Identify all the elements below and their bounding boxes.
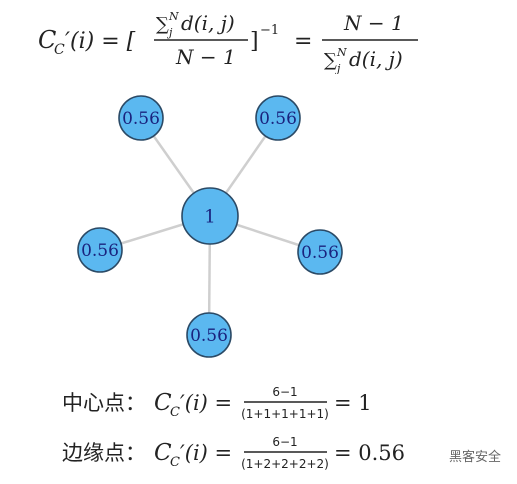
edge-c: C xyxy=(154,440,172,466)
center-node: 1 xyxy=(181,187,239,245)
edge-node-formula: 边缘点： C C ′(i) = 6−1 (1+2+2+2+2) = 0.56 xyxy=(62,435,405,471)
closeness-formula-svg: C C ′(i) = [ ∑ j N d(i, j) N − 1 ] −1 = … xyxy=(38,10,418,75)
outer-node-5-circle xyxy=(186,312,232,358)
formula-right-sum-sub: j xyxy=(334,62,341,74)
outer-node-3: 0.56 xyxy=(77,227,123,273)
outer-node-1: 0.56 xyxy=(118,95,164,141)
center-node-row: 中心点： C C ′(i) = 6−1 (1+1+1+1+1) = 1 xyxy=(62,380,502,430)
edge-denominator: (1+2+2+2+2) xyxy=(241,457,329,471)
formula-right-denominator-expr: d(i, j) xyxy=(349,47,403,71)
outer-node-3-circle xyxy=(77,227,123,273)
center-node-label: 1 xyxy=(204,206,215,227)
formula-left-denominator: N − 1 xyxy=(175,45,236,69)
center-node-formula: 中心点： C C ′(i) = 6−1 (1+1+1+1+1) = 1 xyxy=(62,385,372,421)
outer-node-2-label: 0.56 xyxy=(259,109,297,129)
formula-sum-sup: N xyxy=(168,10,179,23)
outer-node-5: 0.56 xyxy=(186,312,232,358)
edge-result: = 0.56 xyxy=(334,441,405,465)
edge-node-prefix: 边缘点： xyxy=(62,441,146,465)
graph-nodes: 0.56 0.56 0.56 0.56 0.56 1 xyxy=(77,95,343,358)
outer-node-4: 0.56 xyxy=(297,229,343,275)
formula-sum-sub: j xyxy=(166,26,173,39)
center-c: C xyxy=(154,390,172,416)
outer-node-2: 0.56 xyxy=(255,95,301,141)
edge-node-row: 边缘点： C C ′(i) = 6−1 (1+2+2+2+2) = 0.56 xyxy=(62,430,502,480)
formula-exponent: −1 xyxy=(260,23,279,38)
formula-bracket-close: ] xyxy=(250,29,259,54)
center-node-circle xyxy=(181,187,239,245)
center-rest: ′(i) = xyxy=(180,391,232,415)
center-result: = 1 xyxy=(334,391,372,415)
outer-node-4-circle xyxy=(297,229,343,275)
outer-node-4-label: 0.56 xyxy=(301,243,339,263)
formula-equals: = xyxy=(294,29,312,54)
center-denominator: (1+1+1+1+1) xyxy=(241,407,329,421)
edge-c-sub: C xyxy=(170,455,180,470)
edge-numerator: 6−1 xyxy=(272,435,297,449)
outer-node-5-label: 0.56 xyxy=(190,326,228,346)
closeness-formula: C C ′(i) = [ ∑ j N d(i, j) N − 1 ] −1 = … xyxy=(38,6,478,75)
formula-right-sum-symbol: ∑ xyxy=(324,50,337,71)
formula-sum-symbol: ∑ xyxy=(156,14,169,35)
outer-node-1-label: 0.56 xyxy=(122,109,160,129)
outer-node-2-circle xyxy=(255,95,301,141)
formula-lhs: C xyxy=(38,26,56,54)
formula-sum-expr: d(i, j) xyxy=(181,11,235,35)
outer-node-1-circle xyxy=(118,95,164,141)
center-node-prefix: 中心点： xyxy=(62,391,146,415)
formula-right-sum-sup: N xyxy=(336,46,347,59)
outer-node-3-label: 0.56 xyxy=(81,241,119,261)
formula-right-numerator: N − 1 xyxy=(343,11,404,35)
watermark: 黑客安全 xyxy=(448,450,501,465)
formula-lhs-sub: C xyxy=(54,42,65,58)
star-graph: 0.56 0.56 0.56 0.56 0.56 1 xyxy=(77,95,343,358)
center-c-sub: C xyxy=(170,405,180,420)
center-numerator: 6−1 xyxy=(272,385,297,399)
formula-lhs-rest: ′(i) = [ xyxy=(65,29,136,54)
edge-rest: ′(i) = xyxy=(180,441,232,465)
